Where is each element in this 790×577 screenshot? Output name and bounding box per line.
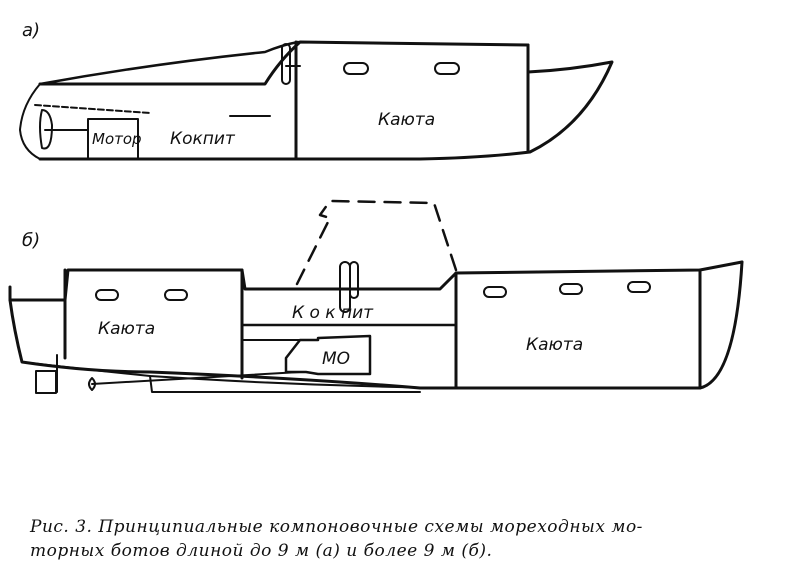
caption-line-2: торных ботов длиной до 9 м (а) и более 9… (30, 541, 493, 561)
porthole-b-5 (627, 281, 651, 293)
cockpit-label-a: Кокпит (170, 129, 236, 149)
fwd-cabin-label: Каюта (526, 335, 583, 355)
wheel-post-a (281, 43, 291, 85)
cockpit-label-b: К о к пит (292, 303, 374, 323)
motor-box-a (87, 118, 139, 160)
stern-a (19, 83, 41, 160)
deck-line-a (38, 40, 300, 86)
shaft-line-a (34, 104, 151, 114)
diagram-b-marker: б) (22, 230, 40, 251)
porthole-a-1 (343, 62, 369, 75)
porthole-b-2 (164, 289, 188, 301)
helm-wheel-b (349, 261, 359, 299)
motor-label-a: Мотор (92, 130, 142, 148)
caption-line-1: Рис. 3. Принципиальные компоновочные схе… (30, 517, 643, 537)
diagram-a-marker: а) (22, 20, 40, 41)
cabin-label-a: Каюта (378, 110, 435, 130)
diagram-b: б) Каюта К о к пит МО (8, 199, 744, 394)
porthole-b-3 (483, 286, 507, 298)
propeller-b (88, 377, 96, 391)
rudder-b (35, 370, 57, 394)
porthole-a-2 (434, 62, 460, 75)
engine-room-label: МО (322, 349, 350, 369)
porthole-b-1 (95, 289, 119, 301)
rudder-a (39, 109, 53, 150)
figure-caption: Рис. 3. Принципиальные компоновочные схе… (30, 515, 770, 563)
hull-b-deck (8, 260, 744, 302)
engine-block-b (284, 334, 372, 376)
aft-cabin-label: Каюта (98, 319, 155, 339)
canopy-dashed-b (295, 199, 458, 286)
diagram-a: а) Мотор Кокпит Каюта (19, 20, 614, 161)
porthole-b-4 (559, 283, 583, 295)
shaft-b (91, 371, 301, 385)
